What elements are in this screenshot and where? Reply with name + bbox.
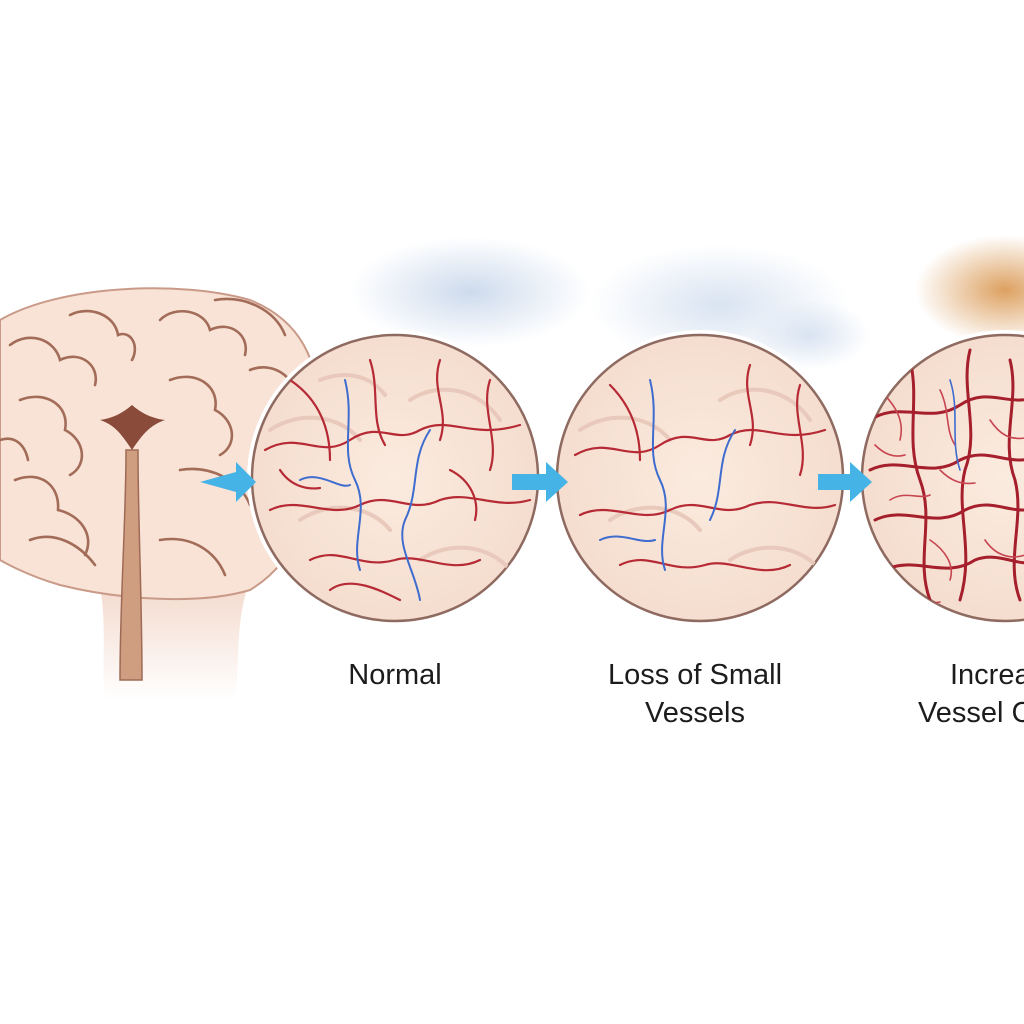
label-increase-line-1: Increa	[950, 659, 1024, 691]
inset-loss	[552, 330, 848, 626]
right-arrow-icon	[200, 462, 256, 502]
right-arrow-icon	[818, 462, 872, 502]
label-increase-line-2: Vessel C	[918, 697, 1024, 729]
label-loss-line-1: Loss of Small	[607, 659, 783, 691]
mist-clouds	[350, 235, 1024, 370]
right-arrow-icon	[512, 462, 568, 502]
label-loss-line-2: Vessels	[645, 697, 745, 729]
label-normal: Normal	[300, 656, 490, 694]
inset-increase	[857, 330, 1024, 626]
label-normal-line: Normal	[348, 659, 442, 691]
inset-normal	[247, 330, 543, 626]
label-increase: Increa Vessel C	[900, 656, 1024, 732]
label-loss-of-small-vessels: Loss of Small Vessels	[560, 656, 830, 732]
